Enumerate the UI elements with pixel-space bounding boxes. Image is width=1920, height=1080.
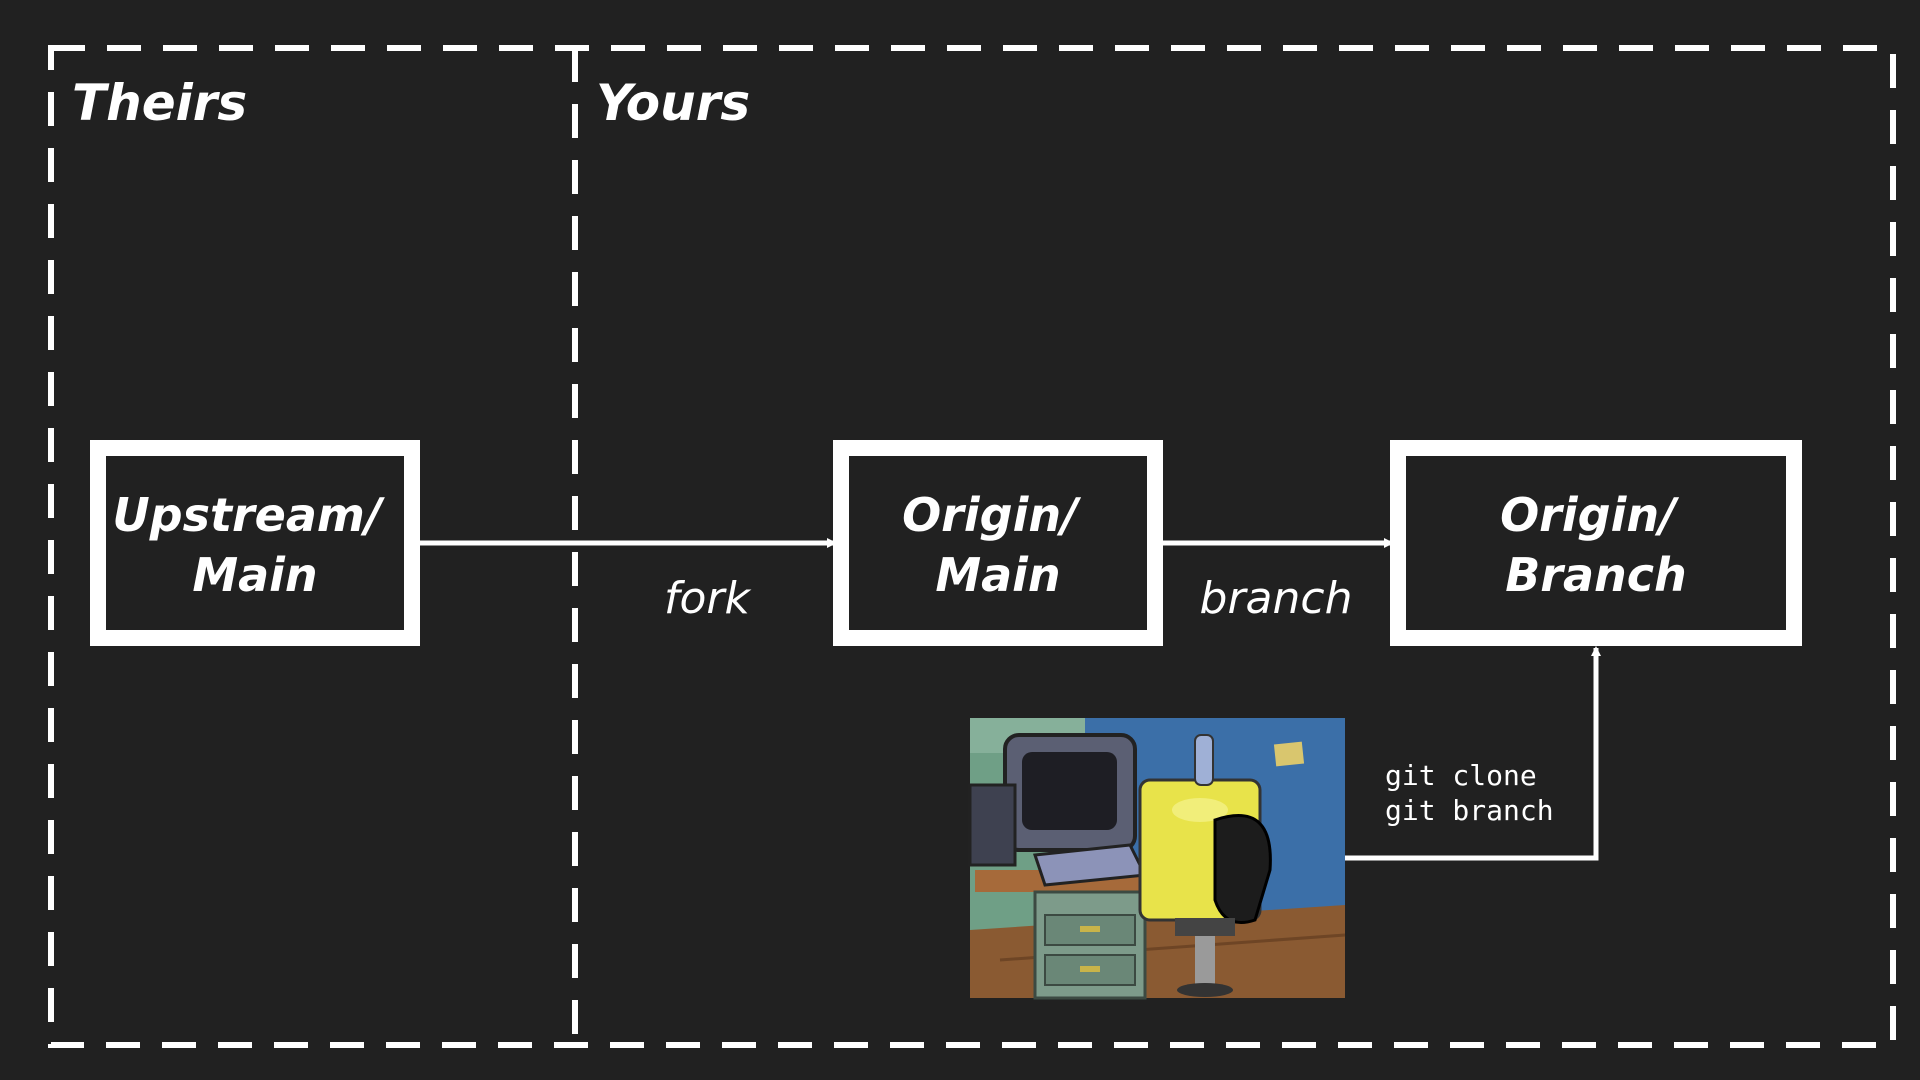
node-upstream-main-label: Upstream/ Main [112,488,397,602]
region-title-yours: Yours [596,74,750,132]
git-commands-arrow [1345,646,1601,861]
region-title-theirs: Theirs [72,74,247,132]
cartoon-typing-image [968,718,1346,1000]
outer-region-border [48,45,1896,1048]
node-upstream-main [90,440,420,646]
branch-label: branch [1200,573,1353,624]
git-commands-label: git clone git branch [1385,759,1554,827]
fork-label: fork [664,573,752,624]
node-origin-main-label: Origin/ Main [902,488,1094,602]
node-origin-branch-label: Origin/ Branch [1500,488,1692,602]
node-origin-main [833,440,1163,646]
node-origin-branch [1390,440,1802,646]
